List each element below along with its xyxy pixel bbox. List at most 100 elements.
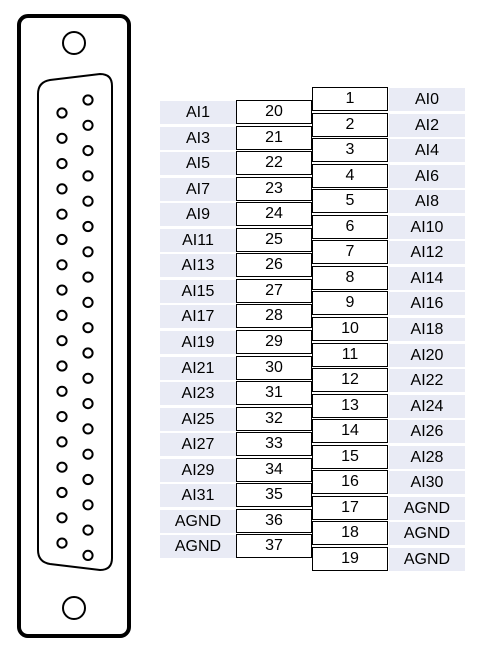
pin-number-box: 33 (236, 432, 312, 457)
pin-hole (56, 486, 68, 499)
signal-label: AGND (389, 522, 465, 546)
pin-number-box: 18 (312, 521, 388, 546)
signal-label: AI20 (389, 343, 465, 367)
signal-label: AI9 (160, 203, 236, 227)
connector-d-face (37, 72, 113, 572)
pin-number-box: 37 (236, 534, 312, 559)
signal-label: AI26 (389, 420, 465, 444)
signal-label: AI15 (160, 279, 236, 303)
pin-number-box: 23 (236, 176, 312, 201)
pin-hole (82, 119, 94, 131)
pin-hole (82, 398, 94, 410)
pin-hole (82, 94, 94, 106)
pin-hole (56, 107, 68, 119)
pin-number-box: 27 (236, 278, 312, 303)
pin-number-box: 24 (236, 202, 312, 227)
signal-label: AI3 (160, 126, 236, 150)
signal-label: AI19 (160, 330, 236, 354)
pin-number-box: 26 (236, 253, 312, 278)
pin-hole (56, 284, 68, 296)
signal-label: AI21 (160, 356, 236, 380)
pin-number-box: 25 (236, 227, 312, 252)
pin-hole (82, 499, 94, 511)
pin-number-box: 36 (236, 508, 312, 533)
signal-label: AI17 (160, 305, 236, 329)
pin-number-box: 12 (312, 368, 388, 393)
signal-label: AI11 (160, 228, 236, 252)
pin-hole (56, 335, 68, 347)
pin-number-box: 30 (236, 355, 312, 380)
signal-label: AGND (160, 535, 236, 559)
signal-label: AI25 (160, 407, 236, 431)
signal-label: AI31 (160, 484, 236, 508)
mounting-hole-bottom (62, 596, 86, 620)
signal-label: AI1 (160, 101, 236, 124)
signal-label: AI27 (160, 433, 236, 457)
pin-hole (56, 259, 68, 271)
signal-label: AI5 (160, 152, 236, 176)
pin-number-box: 13 (312, 393, 388, 418)
db37-connector-diagram (17, 14, 131, 638)
pin-number-box: 7 (312, 240, 388, 265)
pin-holes (56, 94, 94, 562)
pin-number-box: 31 (236, 381, 312, 406)
pin-hole (56, 132, 68, 144)
signal-label: AI2 (389, 113, 465, 137)
pin-number-box: 19 (312, 546, 388, 571)
signal-label: AI7 (160, 177, 236, 201)
pin-hole (56, 183, 68, 195)
signal-label: AGND (389, 496, 465, 520)
pin-hole (56, 208, 68, 220)
signal-label: AGND (160, 509, 236, 533)
pin-hole (82, 448, 94, 460)
pin-number-box: 8 (312, 265, 388, 290)
pin-hole (56, 411, 68, 423)
pin-hole (56, 385, 68, 397)
pin-number-box: 34 (236, 457, 312, 482)
pin-number-box: 17 (312, 495, 388, 520)
signal-label: AI24 (389, 394, 465, 418)
pin-hole (82, 549, 94, 562)
pin-number-box: 22 (236, 151, 312, 176)
pin-hole (82, 372, 94, 384)
pin-hole (82, 322, 94, 334)
pin-hole (82, 246, 94, 258)
pin-hole (56, 436, 68, 448)
pin-number-box: 21 (236, 125, 312, 150)
pin-hole (82, 423, 94, 435)
pin-hole (82, 271, 94, 283)
signal-label: AGND (389, 547, 465, 571)
pin-hole (56, 512, 68, 524)
pin-number-box: 14 (312, 419, 388, 444)
pin-number-box: 28 (236, 304, 312, 329)
pin-hole (82, 220, 94, 233)
signal-label: AI8 (389, 190, 465, 214)
pin-number-box: 20 (236, 100, 312, 124)
pin-number-box: 1 (312, 87, 388, 111)
pin-hole (82, 347, 94, 359)
pin-number-box: 32 (236, 406, 312, 431)
signal-label: AI12 (389, 241, 465, 265)
pin-hole (56, 360, 68, 372)
pin-hole (56, 309, 68, 321)
pin-number-box: 2 (312, 112, 388, 137)
pin-number-box: 3 (312, 138, 388, 163)
pin-hole (82, 195, 94, 207)
signal-label: AI4 (389, 139, 465, 163)
pin-number-box: 5 (312, 189, 388, 214)
pin-hole (56, 233, 68, 246)
pin-hole (56, 461, 68, 473)
signal-label: AI23 (160, 382, 236, 406)
pin-hole (56, 158, 68, 170)
signal-label: AI22 (389, 369, 465, 393)
signal-label: AI6 (389, 164, 465, 188)
signal-label: AI30 (389, 471, 465, 495)
pin-number-box: 11 (312, 342, 388, 367)
pin-hole (82, 170, 94, 182)
pin-number-box: 15 (312, 444, 388, 469)
pin-number-box: 35 (236, 483, 312, 508)
signal-label: AI29 (160, 458, 236, 482)
signal-label: AI28 (389, 445, 465, 469)
pin-number-box: 29 (236, 329, 312, 354)
pin-hole (82, 524, 94, 536)
